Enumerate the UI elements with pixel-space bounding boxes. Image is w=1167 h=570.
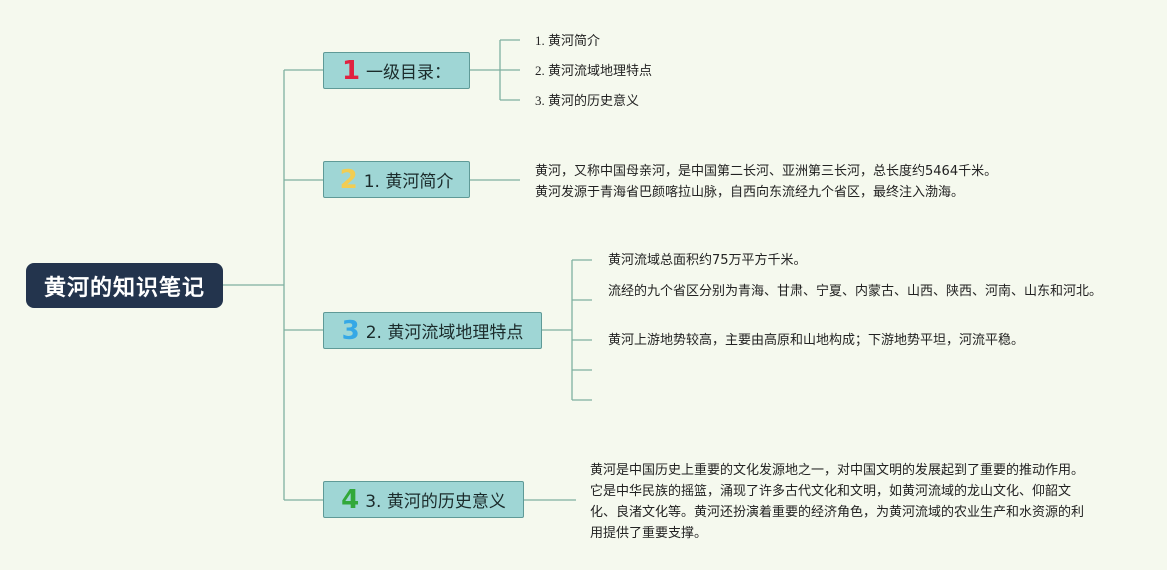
topic-label: 2. 黄河流域地理特点 bbox=[365, 323, 524, 343]
geography-item[interactable]: 黄河流域总面积约75万平方千米。 bbox=[608, 253, 807, 268]
contents-item[interactable]: 1. 黄河简介 bbox=[535, 33, 601, 48]
topic-history[interactable]: 4 3. 黄河的历史意义 bbox=[323, 481, 524, 518]
number-two-icon: 2 bbox=[339, 164, 358, 195]
root-title: 黄河的知识笔记 bbox=[43, 275, 205, 301]
history-text[interactable]: 黄河是中国历史上重要的文化发源地之一，对中国文明的发展起到了重要的推动作用。它是… bbox=[590, 463, 1085, 541]
topic-geography[interactable]: 3 2. 黄河流域地理特点 bbox=[323, 312, 542, 349]
topic-label: 一级目录： bbox=[366, 63, 452, 83]
topic-label: 3. 黄河的历史意义 bbox=[365, 492, 506, 512]
number-one-icon: 1 bbox=[341, 55, 361, 86]
contents-item[interactable]: 2. 黄河流域地理特点 bbox=[535, 63, 653, 78]
intro-line: 黄河，又称中国母亲河，是中国第二长河、亚洲第三长河，总长度约5464千米。 bbox=[535, 164, 998, 179]
topic-contents[interactable]: 1 一级目录： bbox=[323, 52, 470, 89]
root-topic[interactable]: 黄河的知识笔记 bbox=[26, 263, 223, 308]
intro-line: 黄河发源于青海省巴颜喀拉山脉，自西向东流经九个省区，最终注入渤海。 bbox=[535, 185, 965, 200]
contents-item[interactable]: 3. 黄河的历史意义 bbox=[535, 93, 640, 108]
number-four-icon: 4 bbox=[341, 484, 360, 515]
geography-item[interactable]: 流经的九个省区分别为青海、甘肃、宁夏、内蒙古、山西、陕西、河南、山东和河北。 bbox=[608, 284, 1103, 299]
topic-label: 1. 黄河简介 bbox=[363, 172, 454, 192]
intro-text[interactable]: 黄河，又称中国母亲河，是中国第二长河、亚洲第三长河，总长度约5464千米。 黄河… bbox=[535, 161, 1095, 203]
geography-item[interactable]: 黄河上游地势较高，主要由高原和山地构成；下游地势平坦，河流平稳。 bbox=[608, 333, 1025, 348]
number-three-icon: 3 bbox=[341, 315, 360, 346]
topic-intro[interactable]: 2 1. 黄河简介 bbox=[323, 161, 470, 198]
